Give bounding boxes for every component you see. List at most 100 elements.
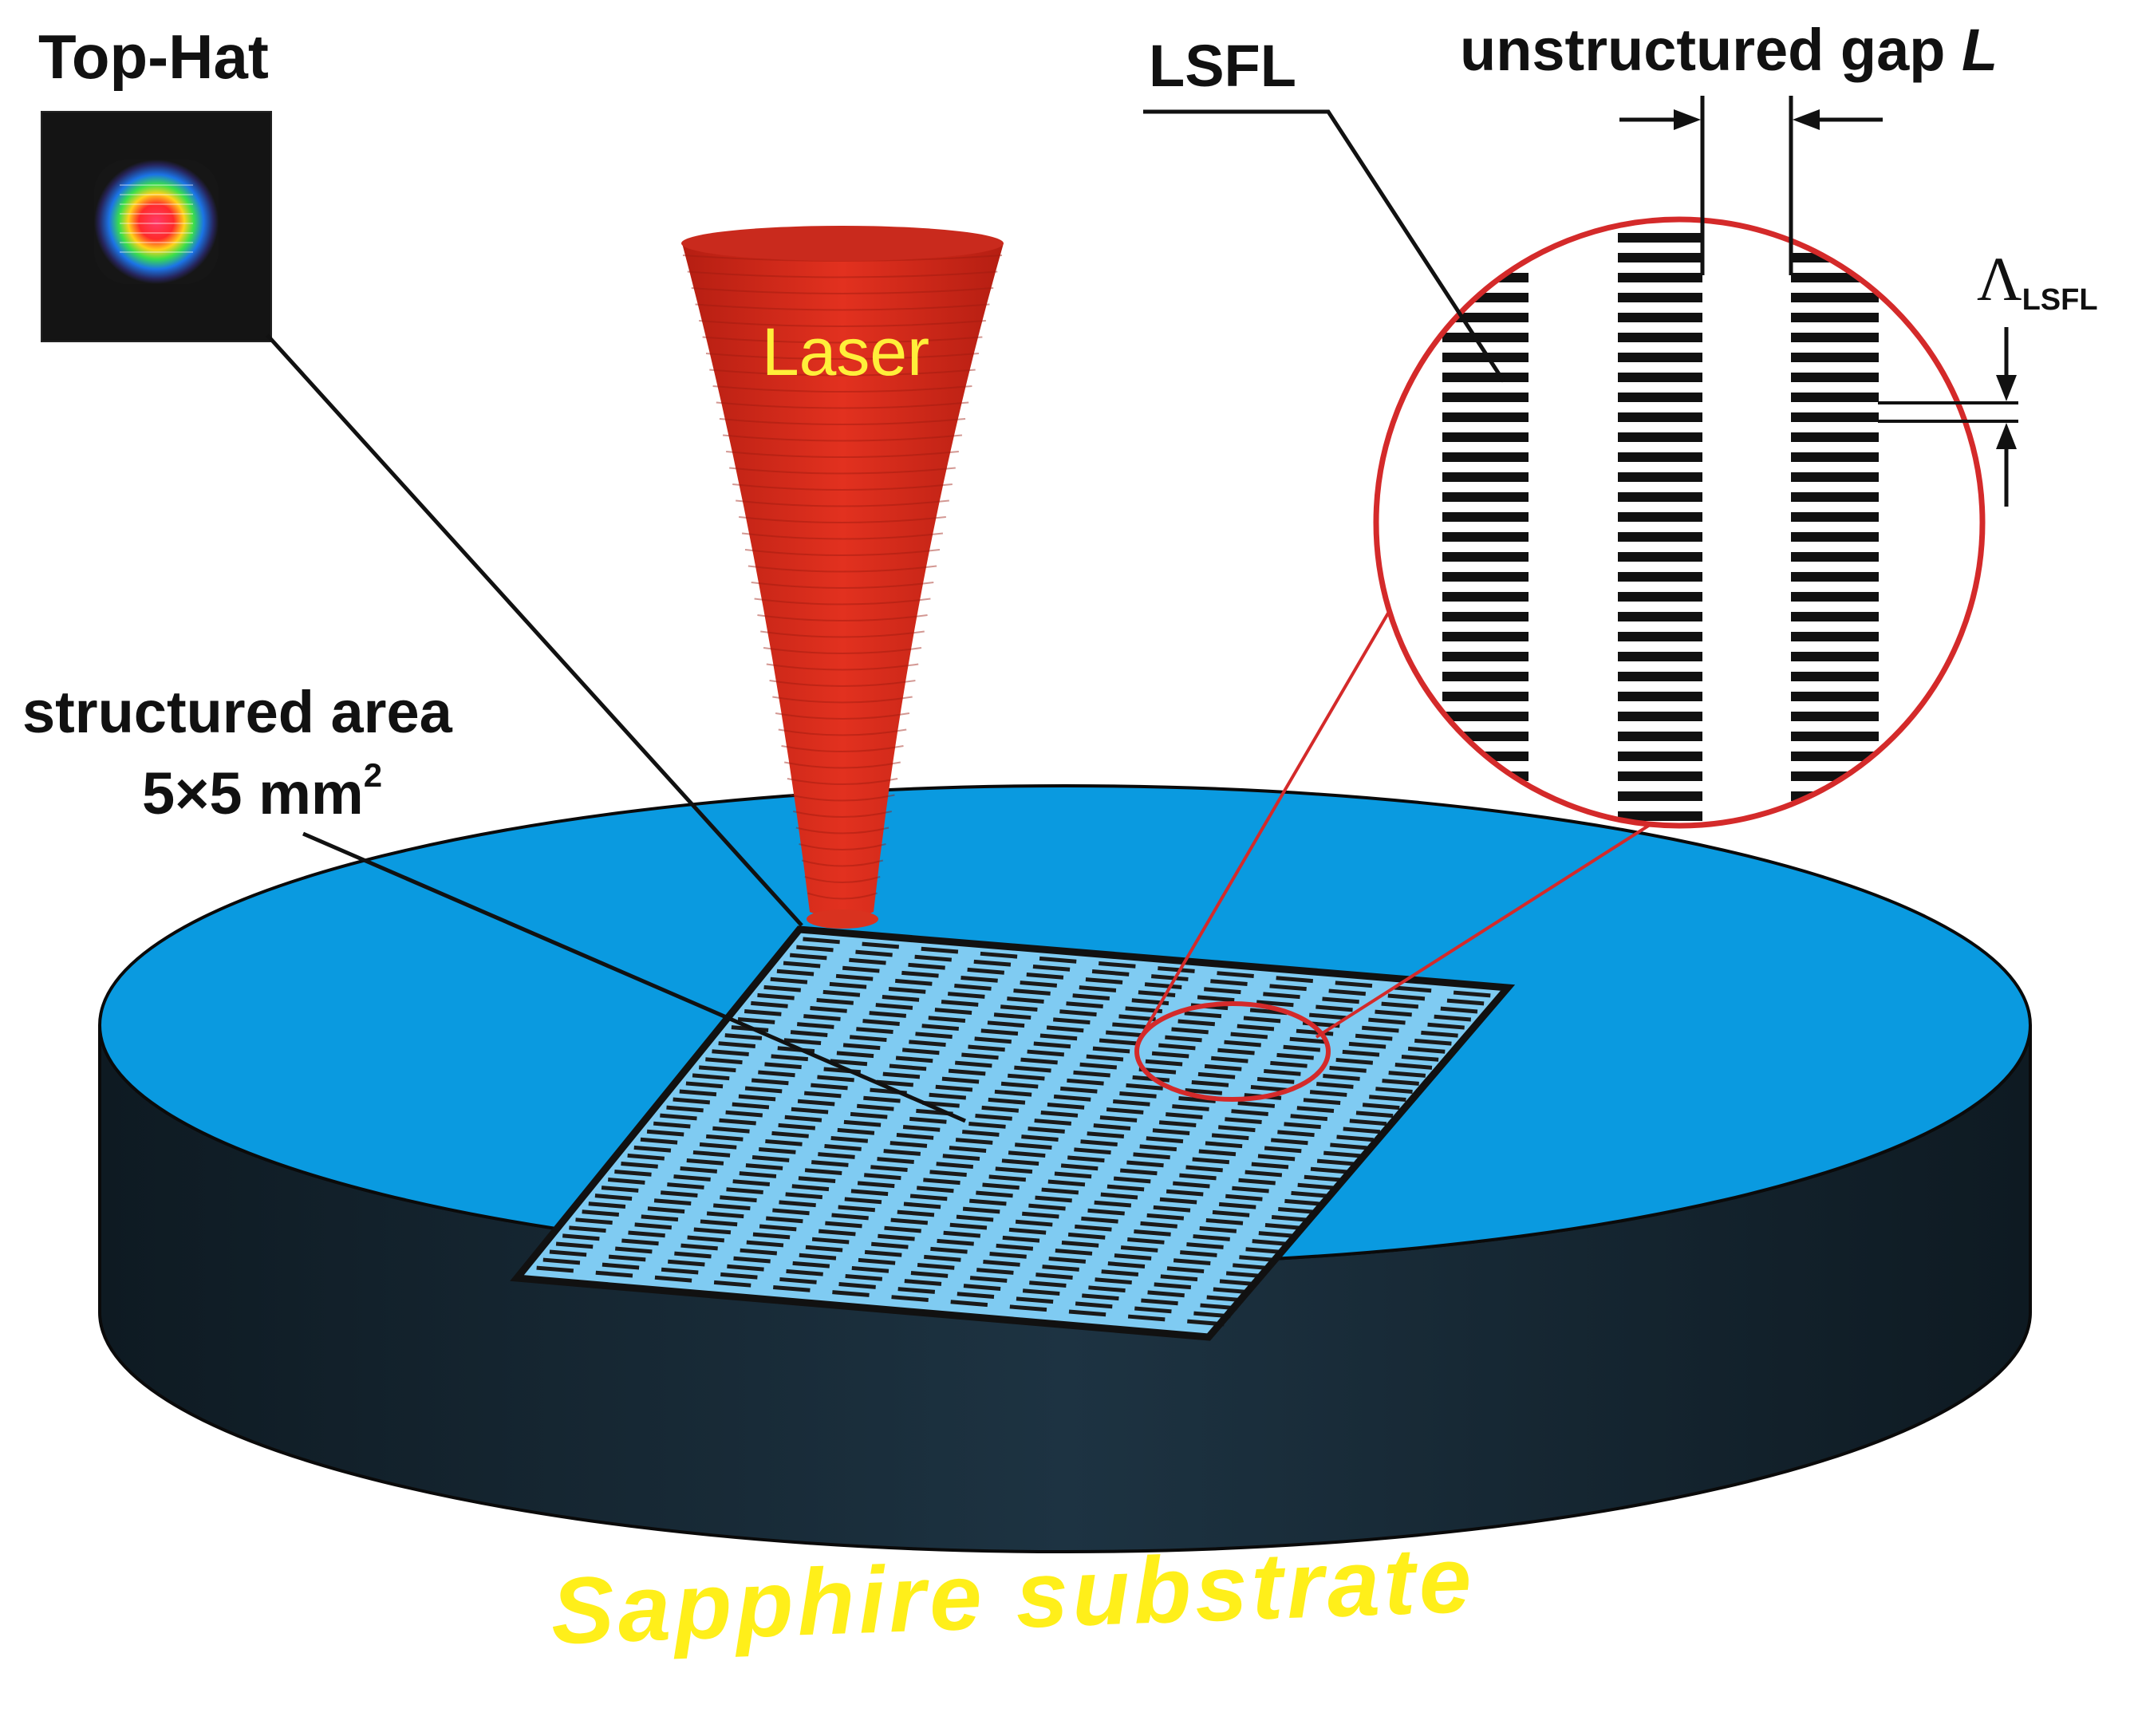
structured-area-ripple-dash [975, 1113, 1012, 1121]
structured-area-ripple-dash [1348, 1041, 1387, 1049]
structured-area-ripple-dash [949, 1146, 987, 1153]
structured-area-ripple-dash [818, 1229, 856, 1237]
structured-area-ripple-dash [981, 1105, 1020, 1113]
structured-area-ripple-dash [1184, 1011, 1222, 1019]
structured-area-ripple-dash [1355, 1111, 1394, 1119]
structured-area-ripple-dash [1079, 985, 1117, 992]
lsfl-ripple-bar [1618, 293, 1702, 302]
structured-area-ripple-dash [1243, 1016, 1281, 1024]
lsfl-ripple-bar [1791, 293, 1879, 302]
laser-ring-line [739, 516, 946, 523]
structured-area-ripple-dash [837, 1127, 875, 1135]
structured-area-ripple-dash [738, 1094, 776, 1102]
period-arrow-up-icon [1996, 423, 2017, 507]
structured-area-ripple-dash [796, 1022, 834, 1029]
lsfl-ripple-bar [1442, 432, 1529, 442]
structured-area-ripple-dash [1106, 1184, 1145, 1192]
lsfl-ripple-bar [1442, 552, 1529, 562]
structured-area-ripple-dash [588, 1201, 626, 1209]
structured-area-ripple-dash [1160, 1274, 1198, 1282]
structured-area-ripple-dash [1303, 1098, 1341, 1105]
structured-area-ripple-dash [1328, 988, 1367, 996]
structured-area-ripple-dash [1277, 1130, 1315, 1138]
structured-area-ripple-dash [1046, 1025, 1084, 1033]
structured-area-ripple-dash [668, 1259, 705, 1267]
structured-area-pattern [536, 937, 1491, 1327]
structured-area-ripple-dash [791, 1107, 829, 1115]
structured-area-ripple-dash [1289, 1036, 1327, 1044]
structured-area-ripple-dash [1014, 1065, 1051, 1073]
structured-area-ripple-dash [810, 1006, 847, 1013]
structured-area-ripple-dash [1107, 1261, 1146, 1268]
laser-ring-line [799, 843, 886, 850]
laser-ring-line [695, 303, 990, 311]
structured-area-ripple-dash [1029, 1280, 1067, 1288]
structured-area-ripple-dash [832, 1290, 870, 1297]
structured-area-ripple-dash [1041, 1187, 1079, 1195]
structured-area-ripple-dash [1068, 1309, 1106, 1317]
structured-area-ripple-dash [705, 1057, 743, 1065]
structured-area-ripple-dash [1171, 1027, 1209, 1035]
structured-area-ripple-dash [851, 1265, 889, 1273]
laser-ring-line [769, 680, 916, 687]
structured-area-ripple-dash [1042, 1265, 1079, 1272]
gap-arrow-right-icon [1793, 109, 1883, 130]
structured-area-ripple-dash [1054, 1171, 1092, 1179]
structured-area-ripple-dash [1060, 1086, 1098, 1094]
structured-area-ripple-dash [838, 1205, 876, 1213]
structured-area-ripple-dash [889, 1063, 927, 1071]
laser-ring-line [744, 549, 941, 556]
structured-area-ripple-dash [858, 1257, 896, 1265]
lsfl-ripple-bar [1791, 732, 1879, 741]
structured-area-ripple-dash [1256, 1076, 1295, 1084]
lsfl-ripple-bar [1618, 233, 1702, 243]
lsfl-ripple-bar [1791, 632, 1879, 641]
structured-area-ripple-dash [1139, 1144, 1177, 1152]
structured-area-ripple-dash [943, 1230, 981, 1238]
lsfl-ripple-bar [1442, 333, 1529, 342]
structured-area-ripple-dash [805, 1245, 843, 1253]
structured-area-ripple-dash [687, 1235, 725, 1243]
lsfl-ripple-bar [1442, 393, 1529, 402]
structured-area-ripple-dash [1021, 1134, 1059, 1142]
structured-area-ripple-dash [989, 1251, 1027, 1259]
structured-area-ripple-dash [1434, 1014, 1472, 1022]
structured-area-ripple-dash [824, 1144, 862, 1151]
structured-area-ripple-dash [627, 1153, 665, 1161]
structured-area-ripple-dash [555, 1241, 594, 1249]
structured-area-ripple-dash [930, 1246, 968, 1254]
lsfl-ripple-bar [1618, 752, 1702, 761]
structured-area-ripple-dash [969, 1276, 1008, 1283]
structured-area-ripple-dash [811, 1237, 850, 1245]
structured-area-ripple-dash [1032, 964, 1071, 972]
lsfl-ripple-bar [1618, 353, 1702, 362]
lsfl-ripple-bar [1442, 373, 1529, 382]
structured-area-ripple-dash [1342, 1049, 1380, 1057]
structured-area-ripple-dash [1133, 1152, 1170, 1160]
structured-area-ripple-dash [1335, 1057, 1374, 1065]
laser-ring-line [790, 794, 895, 802]
structured-area-ripple-dash [1008, 1150, 1046, 1158]
structured-area-ripple-dash [889, 1141, 928, 1148]
structured-area-ripple-dash [746, 1240, 784, 1248]
structured-area-ripple-dash [1387, 993, 1426, 1001]
structured-area-ripple-dash [666, 1105, 704, 1113]
structured-area-ripple-dash [778, 1122, 816, 1130]
structured-area-ripple-dash [1217, 1048, 1255, 1055]
structured-area-ripple-dash [692, 1150, 731, 1158]
structured-area-ripple-dash [1079, 1062, 1118, 1070]
lsfl-ripple-bar [1791, 313, 1879, 322]
structured-area-ripple-dash [1146, 1213, 1185, 1221]
lsfl-ripple-bar [1442, 512, 1529, 522]
lsfl-ripple-bar [1791, 233, 1879, 243]
lsfl-ripple-bar [1618, 632, 1702, 641]
structured-area-ripple-dash [1053, 1094, 1091, 1102]
structured-area-ripple-dash [582, 1209, 620, 1217]
structured-area-ripple-dash [909, 1040, 946, 1048]
top-hat-beam-profile-image [94, 160, 219, 284]
structured-area-ripple-dash [601, 1186, 639, 1193]
lsfl-ripple-bar [1791, 492, 1879, 502]
structured-area-ripple-dash [1414, 1038, 1452, 1046]
structured-area-ripple-dash [1284, 1122, 1321, 1130]
